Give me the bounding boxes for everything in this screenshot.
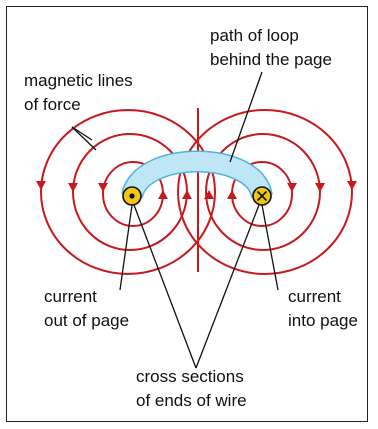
- label-current-out-line2: out of page: [44, 311, 129, 330]
- dot-symbol: [129, 193, 134, 198]
- arrow-left-inner-left: [98, 183, 108, 192]
- label-current-in-line1: current: [288, 287, 341, 306]
- label-cross-line2: of ends of wire: [136, 391, 247, 410]
- arrow-right-inner-right: [287, 183, 297, 192]
- arrow-left-middle-right: [182, 190, 192, 199]
- leader-path: [230, 72, 262, 162]
- arrow-left-inner-right: [158, 190, 168, 199]
- leader-current-out: [120, 205, 132, 290]
- arrow-left-outer-left: [36, 181, 46, 190]
- leader-magnetic-2: [72, 127, 96, 150]
- label-path-line1: path of loop: [210, 26, 299, 45]
- field-arrows: [36, 181, 357, 199]
- wire-into-page: [253, 187, 271, 205]
- wire-out-of-page: [123, 187, 141, 205]
- label-path-line2: behind the page: [210, 50, 332, 69]
- label-current-out-line1: current: [44, 287, 97, 306]
- label-cross-line1: cross sections: [136, 367, 244, 386]
- arrow-right-inner-left: [227, 190, 237, 199]
- arrow-right-outer-right: [347, 181, 357, 190]
- leader-magnetic-1: [72, 127, 92, 140]
- arrow-right-middle-right: [315, 183, 325, 192]
- label-magnetic-line1: magnetic lines: [24, 71, 133, 90]
- label-magnetic-line2: of force: [24, 95, 81, 114]
- leader-current-in: [262, 205, 278, 290]
- arrow-left-middle-left: [68, 183, 78, 192]
- label-current-in-line2: into page: [288, 311, 358, 330]
